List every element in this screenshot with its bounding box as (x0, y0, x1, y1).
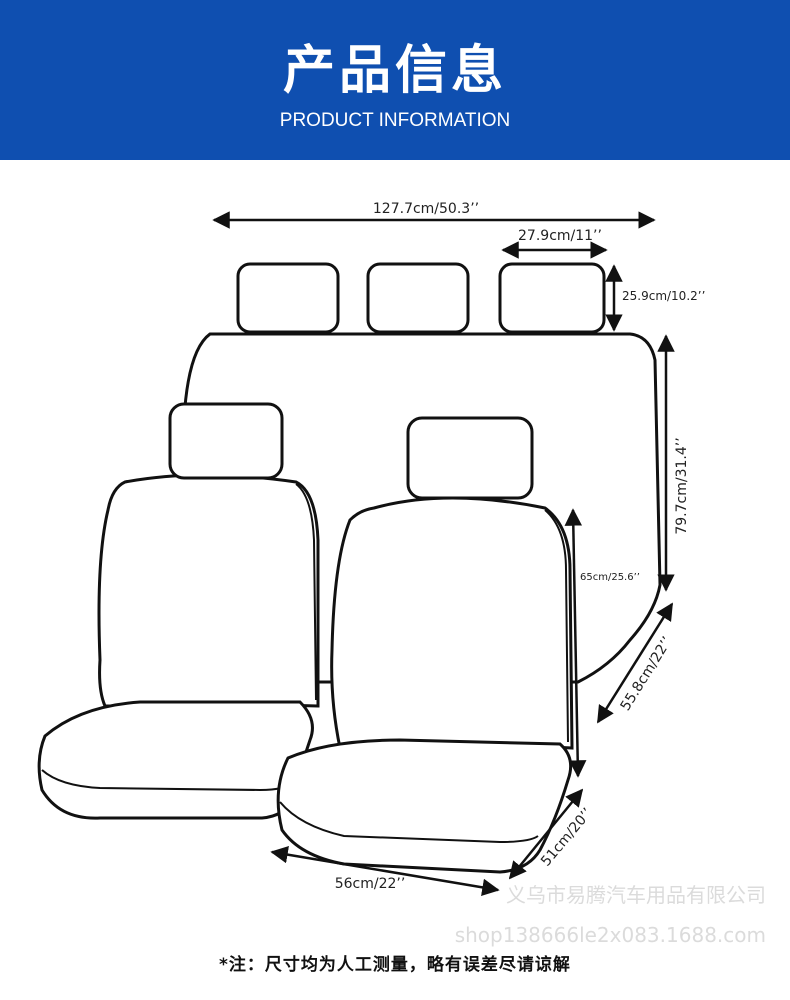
front-right-seat-cushion (276, 738, 573, 874)
front-left-headrest (168, 402, 284, 480)
front-left-seat-cushion (37, 700, 314, 820)
page-title: 产品信息 (282, 41, 507, 101)
seat-cover-diagram: 127.7cm/50.3’’ 27.9cm/11’’ 25.9cm/10.2’’… (37, 201, 705, 897)
measurement-note: *注：尺寸均为人工测量，略有误差尽请谅解 (219, 955, 571, 975)
dim-label-front-seat-width: 56cm/22’’ (335, 876, 406, 892)
page-subtitle: PRODUCT INFORMATION (279, 110, 511, 131)
dim-arrow-front-back-height (564, 508, 587, 778)
dim-label-rear-width: 127.7cm/50.3’’ (373, 201, 479, 217)
front-right-seat-back (330, 496, 574, 750)
dim-label-headrest-height: 25.9cm/10.2’’ (622, 289, 705, 303)
dim-label-rear-back-height: 79.7cm/31.4’’ (674, 437, 690, 534)
dim-arrow-front-seat-width (270, 845, 500, 897)
front-left-seat-back (97, 473, 320, 708)
rear-headrest-left (236, 262, 340, 334)
rear-headrest-middle (366, 262, 470, 334)
header-banner: 产品信息 PRODUCT INFORMATION (0, 0, 790, 160)
front-right-headrest (406, 416, 534, 500)
rear-headrest-right (498, 262, 606, 334)
dim-label-front-back-height: 65cm/25.6’’ (580, 572, 640, 583)
dim-arrow-front-seat-depth (508, 788, 584, 880)
dim-label-headrest-width: 27.9cm/11’’ (518, 228, 602, 244)
dim-arrow-rear-seat-depth (596, 602, 674, 724)
